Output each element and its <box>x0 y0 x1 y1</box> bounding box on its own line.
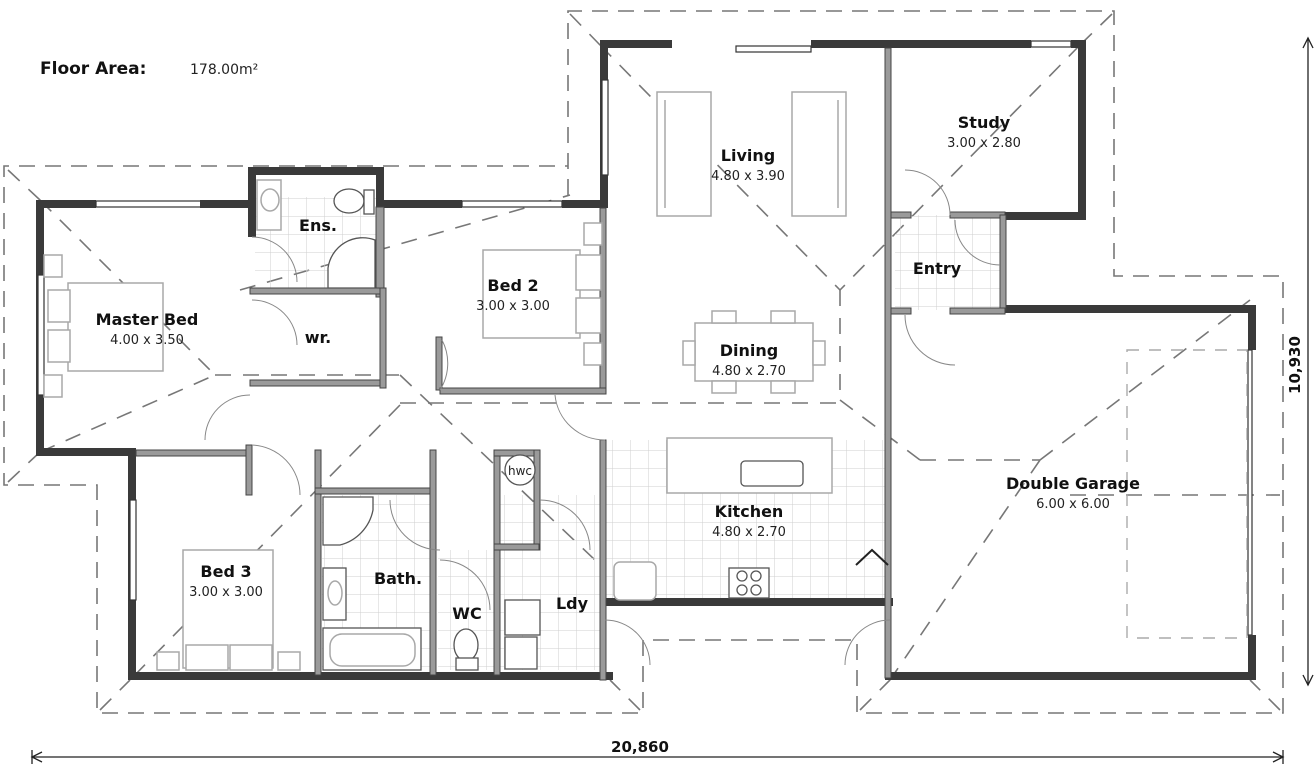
ensuite-toilet <box>333 188 365 214</box>
wc-label: WC <box>452 604 481 623</box>
bed3-label: Bed 3 <box>200 562 251 581</box>
living-label: Living <box>721 146 775 165</box>
study-dims: 3.00 x 2.80 <box>947 136 1021 151</box>
overall-depth-label: 10,930 <box>1286 336 1304 394</box>
washing-machine <box>504 599 541 636</box>
sofa-right <box>791 91 847 217</box>
dining-dims: 4.80 x 2.70 <box>712 364 786 379</box>
kitchen-sink <box>740 460 804 487</box>
dining-label: Dining <box>720 341 778 360</box>
fridge <box>613 561 657 601</box>
master-bed-furniture <box>67 282 164 372</box>
living-dims: 4.80 x 3.90 <box>711 169 785 184</box>
furniture: hwc <box>43 91 1248 671</box>
floor-area-label: Floor Area: <box>40 59 146 79</box>
floor-area-value: 178.00m² <box>190 62 258 78</box>
bed2-dims: 3.00 x 3.00 <box>476 299 550 314</box>
ensuite-label: Ens. <box>299 216 337 235</box>
garage-dims: 6.00 x 6.00 <box>1036 497 1110 512</box>
garage-label: Double Garage <box>1006 474 1140 493</box>
bed2-furniture <box>482 249 581 339</box>
garage-door-outline <box>1126 349 1248 639</box>
laundry-label: Ldy <box>556 594 589 613</box>
hwc-label: hwc <box>508 464 532 478</box>
sofa-left <box>656 91 712 217</box>
study-label: Study <box>958 113 1011 132</box>
interior-walls <box>135 47 1007 681</box>
exterior-walls <box>36 40 1256 680</box>
kitchen-dims: 4.80 x 2.70 <box>712 525 786 540</box>
kitchen-label: Kitchen <box>715 502 784 521</box>
bed2-label: Bed 2 <box>487 276 538 295</box>
dimension-width: 20,860 <box>30 738 1285 764</box>
floor-area-header: Floor Area: 178.00m² <box>40 59 258 79</box>
doors <box>204 169 1001 666</box>
master-bed-label: Master Bed <box>96 310 199 329</box>
roof-outline <box>3 10 1284 714</box>
wc-toilet <box>453 628 479 662</box>
entry-label: Entry <box>913 259 962 278</box>
master-bed-dims: 4.00 x 3.50 <box>110 333 184 348</box>
bath-shower <box>322 496 374 546</box>
hwc-cylinder <box>504 454 536 486</box>
dimension-depth: 10,930 <box>1286 36 1314 687</box>
wardrobe-label: wr. <box>305 328 331 347</box>
bath-label: Bath. <box>374 569 422 588</box>
laundry-tub <box>504 636 538 670</box>
overall-width-label: 20,860 <box>611 738 669 756</box>
dining-table <box>694 322 814 382</box>
ensuite-shower <box>327 237 376 289</box>
bed3-dims: 3.00 x 3.00 <box>189 585 263 600</box>
entry-tiles <box>895 215 1005 310</box>
cooktop <box>728 567 770 599</box>
room-labels: Master Bed 4.00 x 3.50 Ens. wr. Bed 2 3.… <box>96 113 1140 623</box>
